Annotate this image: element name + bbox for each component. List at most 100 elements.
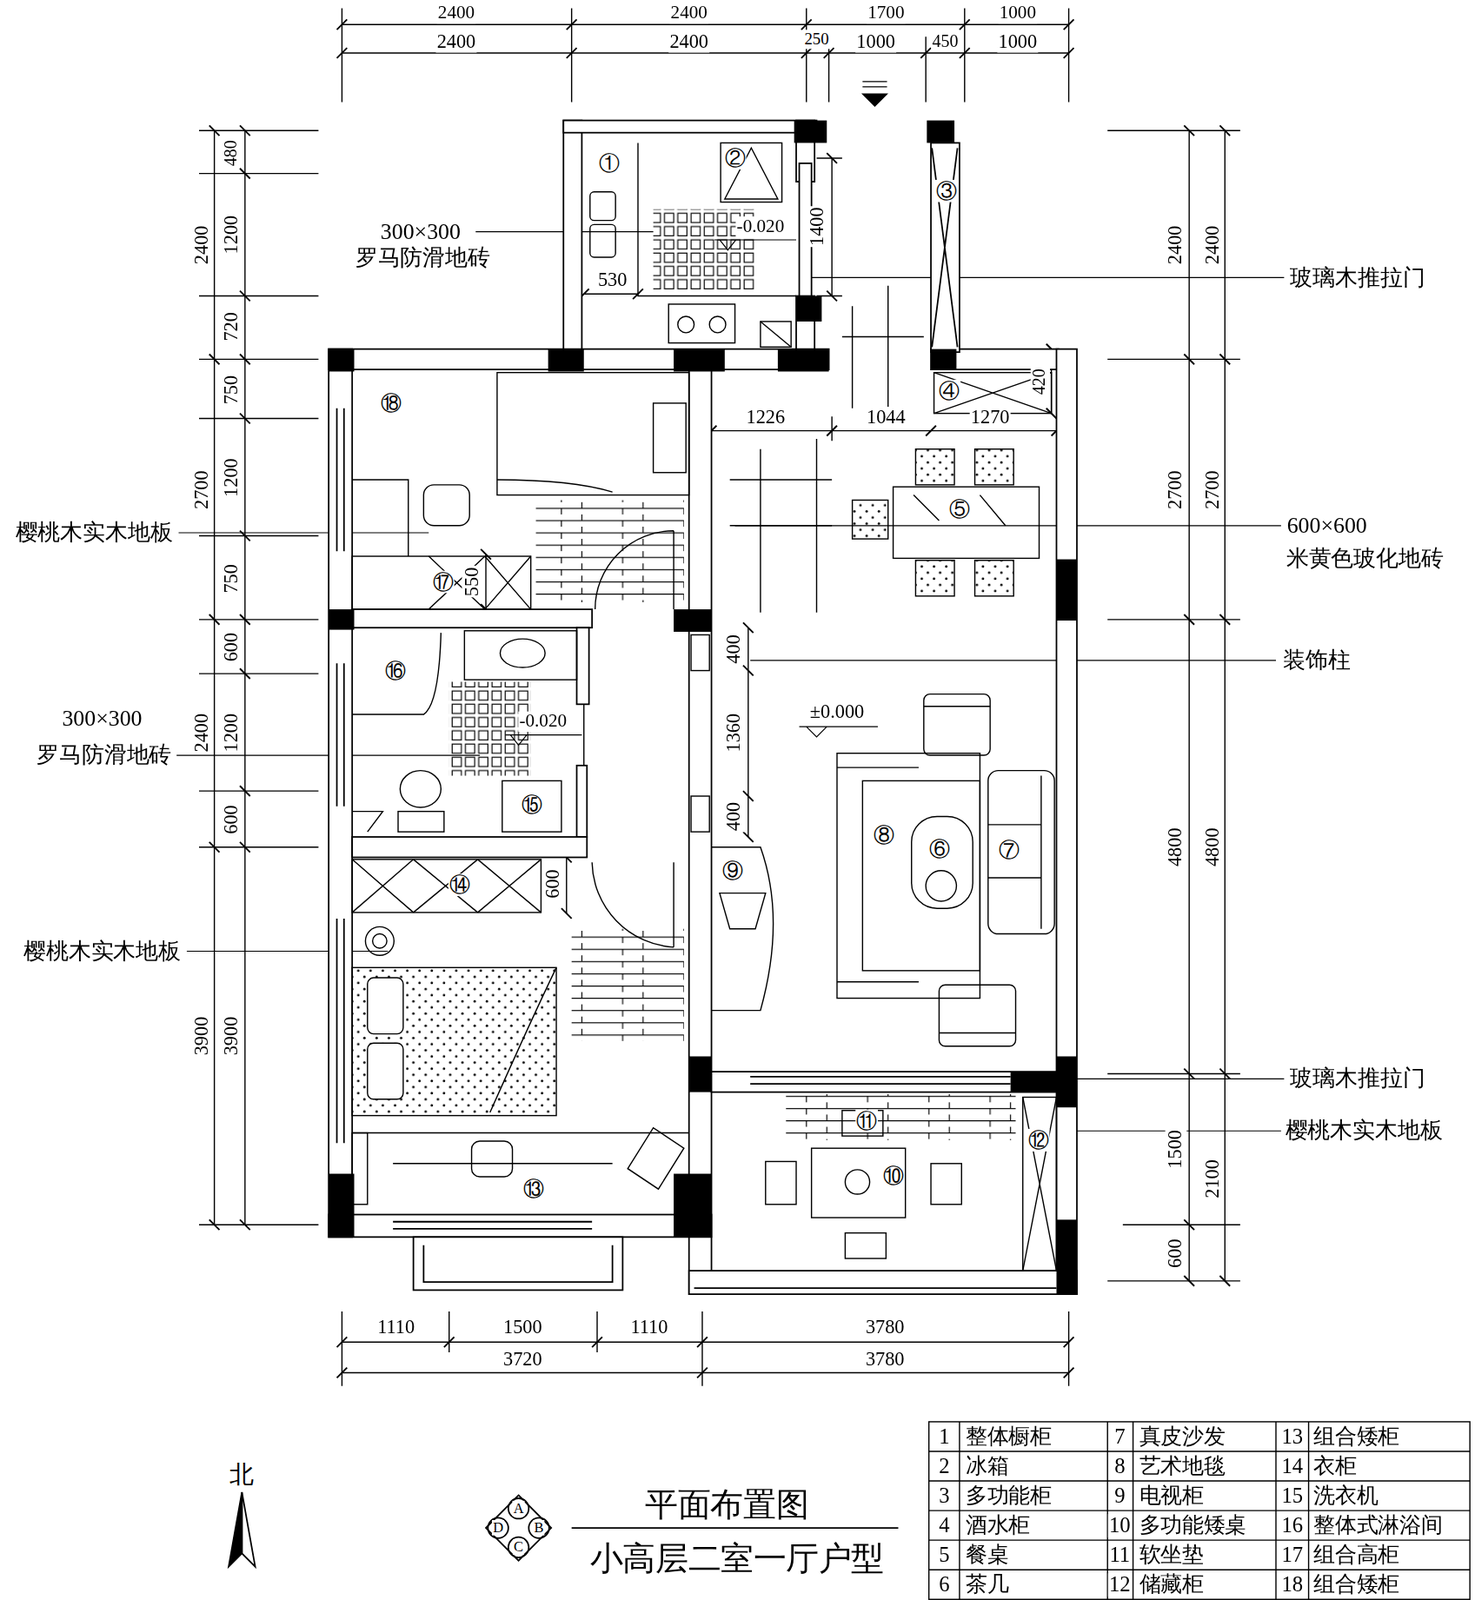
callout-number: ⑨ bbox=[721, 859, 745, 883]
wall bbox=[1056, 349, 1077, 1295]
table-cell: 18 bbox=[1280, 1573, 1304, 1597]
wall bbox=[563, 120, 817, 133]
pillar bbox=[673, 609, 711, 632]
table-cell: 艺术地毯 bbox=[1137, 1454, 1226, 1478]
annotation-text: 300×300 bbox=[379, 219, 462, 244]
furniture bbox=[464, 631, 577, 680]
dimension-text: 1110 bbox=[629, 1317, 669, 1340]
table-cell: 6 bbox=[937, 1573, 951, 1597]
furniture bbox=[583, 704, 585, 765]
table-cell: 多功能柜 bbox=[964, 1484, 1053, 1509]
furniture bbox=[536, 499, 685, 602]
title-block bbox=[508, 1537, 529, 1558]
table-cell: 茶几 bbox=[964, 1573, 1010, 1597]
furniture bbox=[627, 1128, 685, 1190]
pillar bbox=[673, 349, 725, 373]
furniture bbox=[497, 479, 613, 492]
furniture bbox=[1023, 1096, 1057, 1271]
table-cell: 17 bbox=[1280, 1543, 1304, 1568]
callout-number: ⑥ bbox=[928, 837, 951, 861]
wall bbox=[577, 765, 588, 838]
wall bbox=[930, 142, 960, 353]
table-cell: 餐桌 bbox=[964, 1543, 1010, 1568]
level-mark: ±0.000 bbox=[809, 701, 866, 724]
furniture bbox=[925, 870, 957, 902]
pillar bbox=[328, 1174, 354, 1238]
pillar bbox=[1056, 1219, 1077, 1295]
leader-lines bbox=[862, 93, 887, 107]
dimension-lines bbox=[1188, 130, 1190, 1282]
wall bbox=[577, 627, 590, 705]
annotation-text: 罗马防滑地砖 bbox=[354, 245, 492, 271]
pillar bbox=[926, 120, 955, 144]
furniture bbox=[352, 1133, 690, 1164]
dimension-text: 480 bbox=[222, 139, 242, 167]
table-cell: 真皮沙发 bbox=[1137, 1424, 1226, 1449]
furniture bbox=[367, 1043, 404, 1100]
furniture bbox=[497, 372, 690, 496]
callout-number: ⑪ bbox=[855, 1109, 878, 1133]
annotation-text: 600×600 bbox=[1285, 513, 1368, 539]
table-cell: 7 bbox=[1113, 1424, 1127, 1449]
dimension-text: 750 bbox=[220, 374, 243, 406]
furniture bbox=[837, 767, 919, 983]
furniture bbox=[844, 1169, 870, 1195]
dimension-text: 2400 bbox=[1202, 224, 1224, 266]
dimension-lines bbox=[341, 23, 1069, 25]
annotation-text: 玻璃木推拉门 bbox=[1288, 1066, 1426, 1091]
furniture bbox=[471, 1141, 513, 1177]
furniture bbox=[352, 1133, 368, 1205]
furniture bbox=[352, 859, 541, 913]
table-cell: 多功能矮桌 bbox=[1137, 1514, 1248, 1538]
dimension-text: 1000 bbox=[998, 3, 1038, 24]
dimension-text: 2400 bbox=[1165, 224, 1188, 266]
dimension-lines bbox=[341, 1311, 1069, 1387]
index-letter: C bbox=[512, 1539, 525, 1555]
dimension-text: 600 bbox=[220, 631, 243, 664]
furniture bbox=[690, 634, 710, 671]
level-mark: -0.020 bbox=[518, 711, 568, 732]
table-cell: 12 bbox=[1108, 1573, 1132, 1597]
furniture bbox=[760, 321, 791, 347]
table-cell: 洗衣机 bbox=[1312, 1484, 1379, 1509]
wall bbox=[328, 349, 353, 1238]
furniture bbox=[372, 934, 387, 949]
table-cell: 组合高柜 bbox=[1312, 1543, 1401, 1568]
dimension-text: 2700 bbox=[1165, 469, 1188, 511]
dimension-text: 400 bbox=[723, 633, 745, 665]
dimension-lines bbox=[341, 1372, 1069, 1374]
index-letter: D bbox=[491, 1520, 505, 1536]
dimension-lines bbox=[341, 52, 1069, 54]
table-cell: 4 bbox=[937, 1514, 951, 1538]
index-letter: B bbox=[532, 1520, 545, 1536]
table-cell: 衣柜 bbox=[1312, 1454, 1358, 1478]
level-mark: -0.020 bbox=[735, 216, 785, 237]
wall bbox=[328, 120, 1077, 1296]
dimension-text: 1500 bbox=[502, 1317, 544, 1340]
title-block bbox=[508, 1498, 529, 1519]
furniture bbox=[862, 780, 980, 971]
furniture bbox=[844, 1233, 886, 1259]
furniture bbox=[785, 1094, 1016, 1141]
furniture bbox=[571, 929, 685, 1042]
table-cell: 14 bbox=[1280, 1454, 1304, 1478]
callout-number: ⑩ bbox=[882, 1164, 905, 1188]
pillar bbox=[689, 1056, 712, 1092]
table-cell: 电视柜 bbox=[1137, 1484, 1204, 1509]
furniture bbox=[988, 776, 1042, 930]
callout-number: ⑭ bbox=[448, 873, 472, 897]
drawing-title: 平面布置图 bbox=[644, 1488, 810, 1524]
furniture bbox=[1023, 1096, 1057, 1271]
furniture bbox=[719, 893, 766, 930]
dimension-text: 600 bbox=[220, 803, 243, 836]
dimension-text: 750 bbox=[220, 563, 243, 595]
table-cell: 9 bbox=[1113, 1484, 1127, 1509]
table-cell: 酒水柜 bbox=[964, 1514, 1031, 1538]
dimension-text: 1270 bbox=[970, 406, 1011, 429]
furniture bbox=[423, 485, 470, 526]
wall bbox=[352, 837, 587, 858]
annotation-text: 樱桃木实木地板 bbox=[1283, 1118, 1443, 1143]
pillar bbox=[673, 1174, 711, 1238]
wall bbox=[931, 147, 957, 347]
furniture bbox=[677, 316, 695, 333]
